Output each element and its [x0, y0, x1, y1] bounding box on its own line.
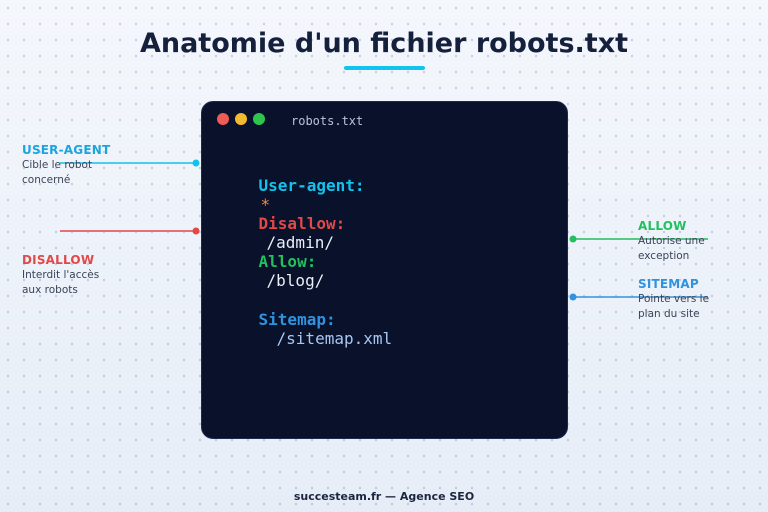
- disallow-key: Disallow:: [258, 214, 346, 233]
- annotation-disallow-desc-2: aux robots: [22, 284, 78, 296]
- annotation-sitemap: SITEMAP Pointe vers le plan du site: [638, 277, 709, 321]
- disallow-value: /admin/: [266, 233, 334, 252]
- allow-value: /blog/: [266, 271, 325, 290]
- disallow-connector-dot: [192, 227, 200, 235]
- window-close-dot[interactable]: [217, 113, 229, 125]
- annotation-user-agent-desc-2: concerné: [22, 174, 71, 186]
- annotation-disallow-desc-1: Interdit l'accès: [22, 269, 100, 281]
- code-line-disallow: Disallow: /admin/: [220, 195, 346, 271]
- window-maximize-dot[interactable]: [253, 113, 265, 125]
- annotation-sitemap-title: SITEMAP: [638, 277, 699, 291]
- sitemap-value: /sitemap.xml: [276, 329, 393, 348]
- annotation-sitemap-desc-1: Pointe vers le: [638, 293, 710, 305]
- user-agent-key: User-agent:: [258, 176, 365, 195]
- sitemap-key: Sitemap:: [258, 310, 336, 329]
- robots-terminal-window: robots.txt User-agent: * Disallow: /admi…: [201, 101, 568, 439]
- user-agent-connector-dot: [192, 159, 200, 167]
- code-line-sitemap: Sitemap: /sitemap.xml: [220, 291, 393, 367]
- title-underline: [344, 66, 425, 70]
- footer-credit: succesteam.fr — Agence SEO: [293, 490, 475, 503]
- allow-key: Allow:: [258, 252, 317, 271]
- code-line-allow: Allow: /blog/: [220, 233, 325, 309]
- annotation-sitemap-desc-2: plan du site: [638, 308, 700, 320]
- annotation-user-agent-title: USER-AGENT: [22, 143, 111, 157]
- annotation-allow-desc-1: Autorise une: [638, 235, 705, 247]
- annotation-user-agent-desc-1: Cible le robot: [22, 159, 93, 171]
- allow-connector-dot: [569, 235, 577, 243]
- annotation-disallow-title: DISALLOW: [22, 253, 95, 267]
- window-minimize-dot[interactable]: [235, 113, 247, 125]
- code-line-user-agent: User-agent: *: [220, 157, 365, 233]
- user-agent-value: *: [260, 195, 271, 214]
- annotation-allow-title: ALLOW: [638, 219, 687, 233]
- sitemap-connector-dot: [569, 293, 577, 301]
- annotation-disallow: DISALLOW Interdit l'accès aux robots: [22, 253, 99, 297]
- annotation-user-agent: USER-AGENT Cible le robot concerné: [22, 143, 110, 187]
- window-title: robots.txt: [291, 114, 364, 128]
- annotation-allow: ALLOW Autorise une exception: [638, 219, 705, 263]
- annotation-allow-desc-2: exception: [638, 250, 690, 262]
- page-title: Anatomie d'un fichier robots.txt: [139, 28, 629, 59]
